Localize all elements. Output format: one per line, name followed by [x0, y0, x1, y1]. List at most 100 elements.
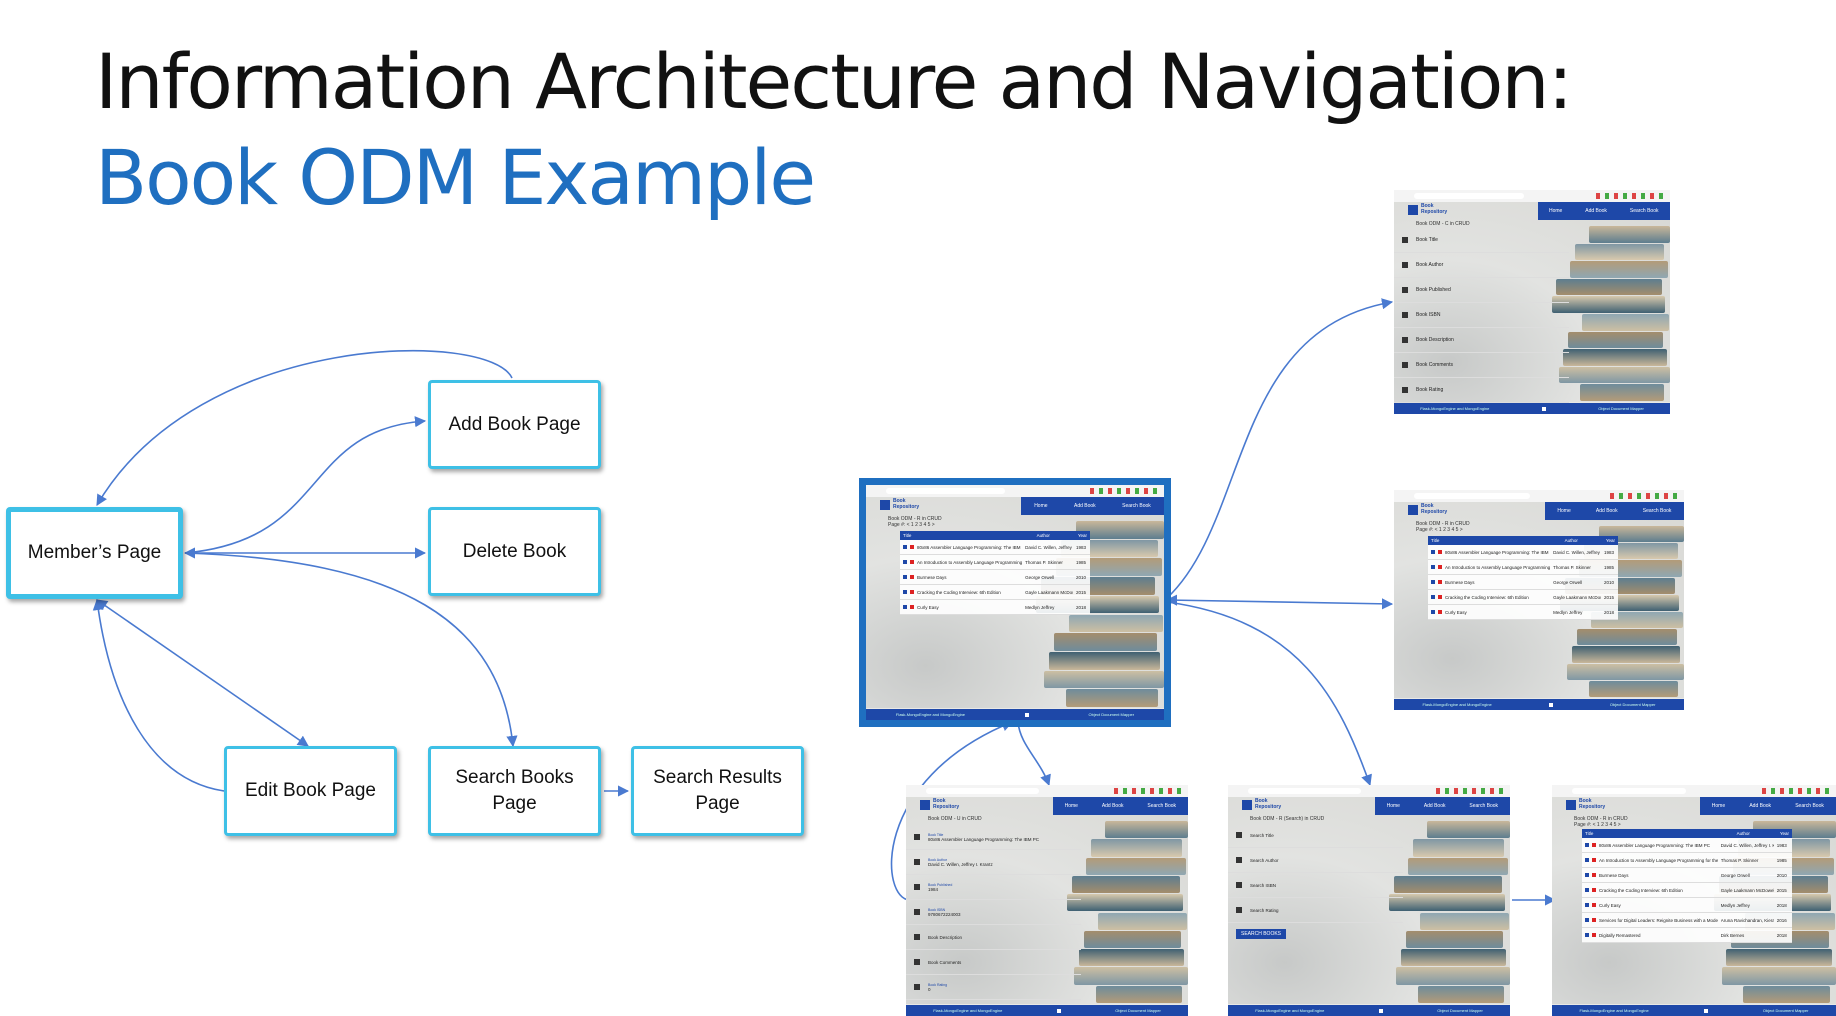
- nav-home-link[interactable]: Home: [1064, 803, 1078, 809]
- form-field[interactable]: Book Description: [906, 925, 1081, 950]
- table-row[interactable]: Cracking the Coding Interview: 6th Editi…: [1428, 590, 1618, 605]
- edit-book-page-node[interactable]: Edit Book Page: [224, 746, 397, 836]
- book-spine: [1090, 839, 1183, 857]
- members-page-node[interactable]: Member’s Page: [6, 507, 183, 599]
- form-field[interactable]: Book Description: [1394, 328, 1569, 353]
- table-row[interactable]: An Introduction to Assembly Language Pro…: [900, 555, 1090, 570]
- nav-search-book-link[interactable]: Search Book: [1795, 803, 1824, 809]
- arrow-list-to-detail-shot: [1165, 594, 1394, 610]
- delete-book-node[interactable]: Delete Book: [428, 507, 601, 596]
- table-row[interactable]: 80x86 Assembler Language Programming: Th…: [900, 540, 1090, 555]
- search-books-page-node[interactable]: Search Books Page: [428, 746, 601, 836]
- book-logo-icon: [920, 800, 930, 810]
- book-spine: [1563, 349, 1667, 366]
- nav-search-book-link[interactable]: Search Book: [1469, 803, 1499, 809]
- nav-add-book-link[interactable]: Add Book: [1595, 508, 1618, 514]
- add-book-form: Book Title Book Author Book Published Bo…: [1394, 228, 1569, 403]
- form-field[interactable]: Book Comments: [906, 950, 1081, 975]
- nav-search-book-link[interactable]: Search Book: [1147, 803, 1177, 809]
- nav-search-book-link[interactable]: Search Book: [1629, 208, 1659, 214]
- book-spine: [1558, 366, 1670, 384]
- search-results-page-node[interactable]: Search Results Page: [631, 746, 804, 836]
- table-row[interactable]: Services for Digital Leaders: Reignite B…: [1582, 913, 1792, 928]
- nav-home-link[interactable]: Home: [1386, 803, 1400, 809]
- browser-chrome: [906, 785, 1188, 797]
- page-crumb: Book ODM - U in CRUD: [928, 816, 982, 822]
- book-spine: [1581, 314, 1669, 331]
- nav-add-book-link[interactable]: Add Book: [1073, 503, 1096, 509]
- search-results-page-label: Search Results Page: [653, 767, 782, 814]
- nav-search-book-link[interactable]: Search Book: [1122, 503, 1151, 509]
- nav-home-link[interactable]: Home: [1034, 503, 1048, 509]
- search-field[interactable]: Search Author: [1228, 848, 1403, 873]
- add-book-page-node[interactable]: Add Book Page: [428, 380, 601, 469]
- nav-home-link[interactable]: Home: [1548, 208, 1563, 214]
- browser-chrome: [1394, 190, 1670, 202]
- form-field[interactable]: Book Comments: [1394, 353, 1569, 378]
- nav-home-link[interactable]: Home: [1557, 508, 1571, 514]
- add-book-page-label: Add Book Page: [448, 413, 581, 435]
- form-field[interactable]: Book Published: [1394, 278, 1569, 303]
- members-page-label: Member’s Page: [27, 542, 162, 564]
- search-field[interactable]: Search Rating: [1228, 898, 1403, 923]
- search-field[interactable]: Search ISBN: [1228, 873, 1403, 898]
- table-row[interactable]: 80x86 Assembler Language Programming: Th…: [1582, 838, 1792, 853]
- delete-icon: [910, 590, 914, 594]
- nav-home-link[interactable]: Home: [1711, 803, 1726, 809]
- table-row[interactable]: An Introduction to Assembly Language Pro…: [1582, 853, 1792, 868]
- nav-add-book-link[interactable]: Add Book: [1423, 803, 1446, 809]
- book-spine: [1589, 680, 1678, 697]
- book-spine: [1095, 985, 1183, 1003]
- table-row[interactable]: 80x86 Assembler Language Programming: Th…: [1428, 545, 1618, 560]
- members-page-screenshot[interactable]: Book Repository Home Add Book Search Boo…: [859, 478, 1171, 727]
- books-stack-image: [1389, 821, 1510, 1004]
- book-spine: [1571, 646, 1681, 663]
- page-crumb: Book ODM - R in CRUD Page #: < 1 2 3 4 5…: [888, 516, 942, 528]
- page-crumb: Book ODM - R (Search) in CRUD: [1250, 816, 1325, 822]
- nav-search-book-link[interactable]: Search Book: [1642, 508, 1672, 514]
- table-row[interactable]: Cracking the Coding Interview: 6th Editi…: [900, 585, 1090, 600]
- nav-add-book-link[interactable]: Add Book: [1749, 803, 1772, 809]
- table-row[interactable]: An Introduction to Assembly Language Pro…: [1428, 560, 1618, 575]
- search-field[interactable]: Search Title: [1228, 823, 1403, 848]
- book-logo-icon: [880, 500, 890, 510]
- book-logo-icon: [1408, 505, 1418, 515]
- form-field[interactable]: Book Title: [1394, 228, 1569, 253]
- book-spine: [1053, 633, 1157, 651]
- arrow-editbook-to-members: [92, 598, 225, 792]
- page-crumb: Book ODM - C in CRUD: [1416, 221, 1470, 227]
- book-spine: [1068, 614, 1163, 633]
- nav-add-book-link[interactable]: Add Book: [1585, 208, 1607, 214]
- form-field[interactable]: Book Author: [1394, 253, 1569, 278]
- nav-add-book-link[interactable]: Add Book: [1101, 803, 1124, 809]
- edit-icon: [903, 575, 907, 579]
- search-books-button[interactable]: SEARCH BOOKS: [1236, 929, 1287, 939]
- delete-icon: [910, 575, 914, 579]
- pager[interactable]: Page #: < 1 2 3 4 5 >: [888, 522, 935, 528]
- form-field[interactable]: Book Rating: [1394, 378, 1569, 403]
- table-row[interactable]: Cracking the Coding Interview: 6th Editi…: [1582, 883, 1792, 898]
- form-field[interactable]: Book ISBN: [1394, 303, 1569, 328]
